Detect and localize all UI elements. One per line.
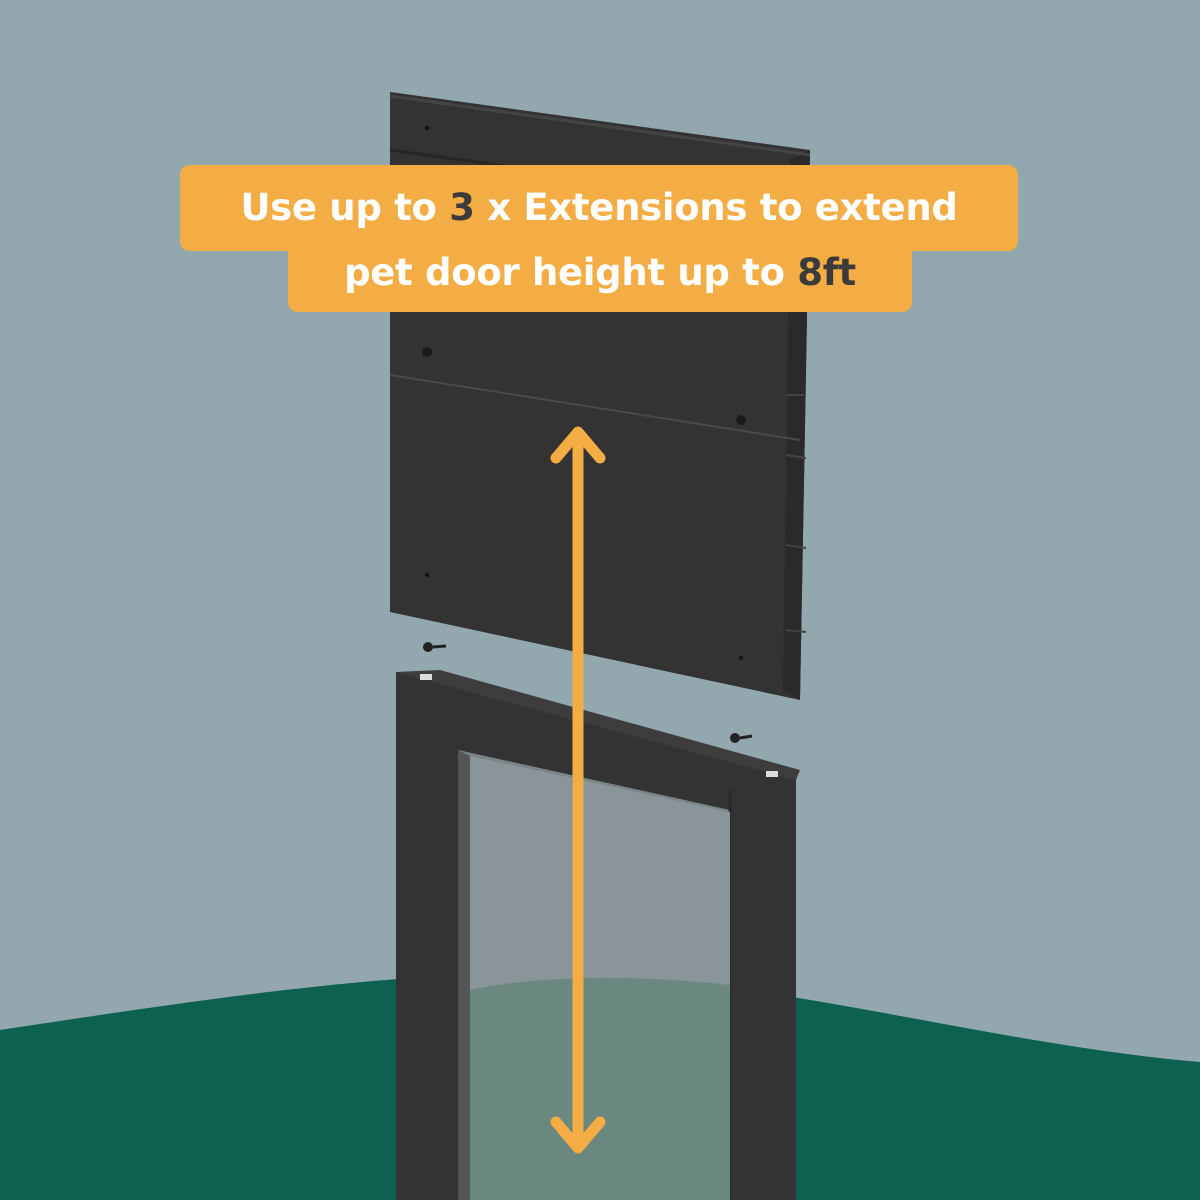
screw-left: [423, 642, 447, 652]
height-arrow: [550, 426, 606, 1154]
max-height: 8ft: [797, 251, 856, 294]
extensions-count: 3: [449, 186, 475, 229]
banner-line-2-text: pet door height up to: [344, 251, 798, 294]
mesh-screen: [470, 756, 730, 1200]
banner-line-1-rest: x Extensions to extend: [474, 186, 958, 229]
banner-line-1-text: Use up to: [240, 186, 450, 229]
banner-line-1: Use up to 3 x Extensions to extend: [180, 165, 1018, 251]
banner-line-2: pet door height up to 8ft: [288, 238, 912, 312]
screw-right: [730, 733, 753, 743]
